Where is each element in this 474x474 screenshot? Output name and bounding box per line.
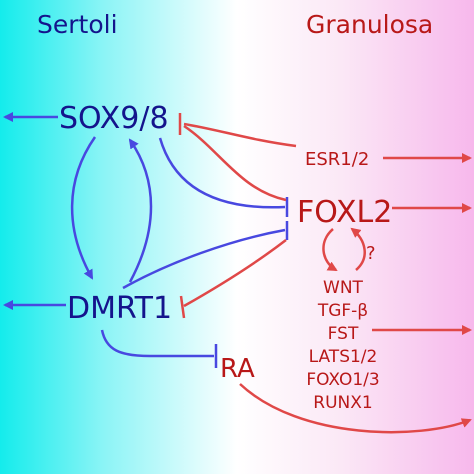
foxl2-inhibits-dmrt1 [183, 239, 287, 308]
target-foxo: FOXO1/3 [306, 370, 379, 390]
ra-output-arrow [239, 383, 472, 434]
target-runx1: RUNX1 [313, 393, 372, 413]
sox98-to-dmrt1-arrow [70, 136, 97, 280]
target-tgf-beta: TGF-β [317, 301, 368, 321]
ra-node: RA [220, 354, 255, 384]
esr-inhibits-sox98 [183, 122, 297, 148]
dmrt1-inhibits-ra [100, 329, 214, 358]
red-edges [178, 113, 472, 434]
target-wnt: WNT [323, 278, 364, 298]
foxl2-inhibits-sox98 [183, 124, 287, 202]
sertoli-header: Sertoli [37, 10, 118, 39]
target-fst: FST [328, 324, 359, 344]
dmrt1-node: DMRT1 [67, 291, 172, 326]
dmrt1-inhibit-bar [179, 295, 186, 319]
esr-node: ESR1/2 [305, 149, 369, 170]
foxl2-to-targets-arrow [322, 228, 338, 272]
sox98-inhibits-foxl2 [158, 137, 286, 209]
target-list: WNT TGF-β FST LATS1/2 FOXO1/3 RUNX1 [306, 278, 379, 413]
dmrt1-inhibits-foxl2 [122, 228, 286, 290]
granulosa-header: Granulosa [306, 10, 433, 39]
blue-edges [3, 112, 289, 368]
sox98-node: SOX9/8 [59, 101, 169, 136]
target-lats: LATS1/2 [309, 347, 378, 367]
foxl2-node: FOXL2 [297, 195, 392, 230]
dmrt1-to-sox98-arrow [128, 138, 153, 283]
targets-to-foxl2-arrow [350, 227, 366, 271]
unknown-regulation-mark: ? [366, 243, 376, 264]
